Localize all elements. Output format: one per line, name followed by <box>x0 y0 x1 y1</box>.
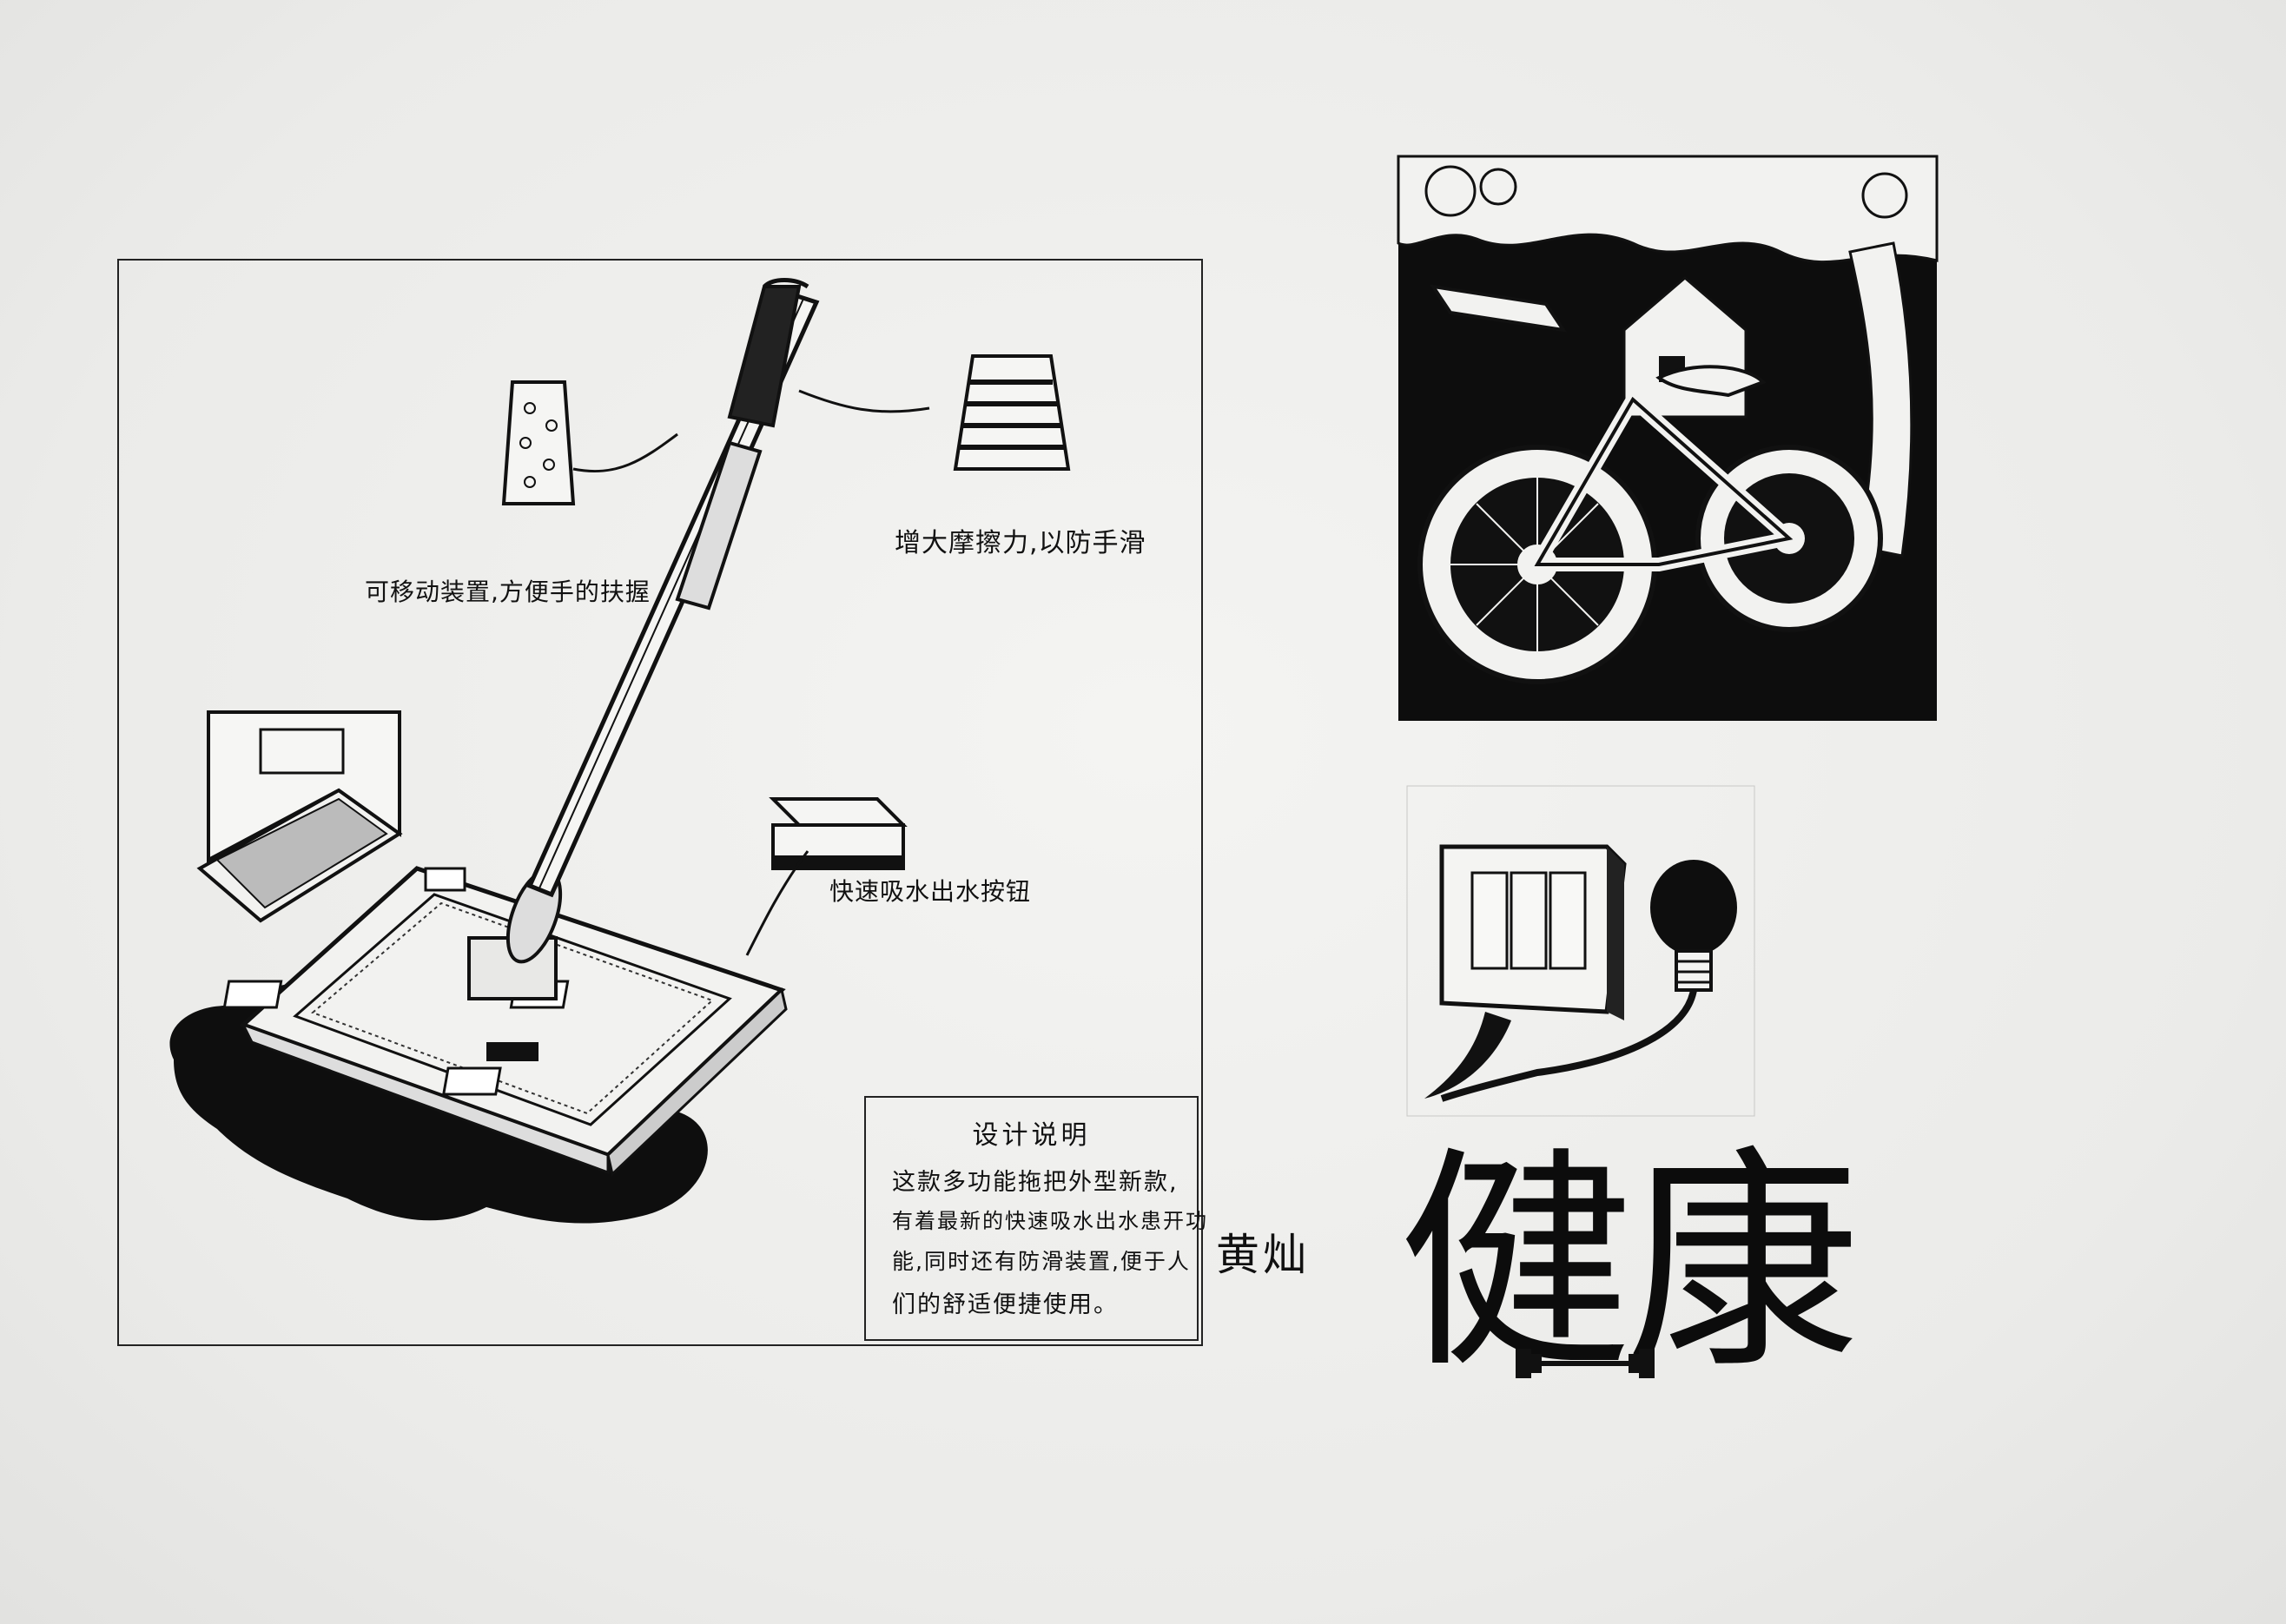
design-note-line: 有着最新的快速吸水出水患开功 <box>892 1209 1208 1233</box>
design-note-line: 这款多功能拖把外型新款, <box>892 1169 1179 1196</box>
friction-annotation: 增大摩擦力,以防手滑 <box>895 528 1146 558</box>
mop-illustration <box>169 278 1071 1224</box>
grip-annotation: 可移动装置,方便手的扶握 <box>365 578 651 606</box>
artist-signature: 黄灿 <box>1216 1230 1310 1280</box>
poster-title: 健康 <box>1398 1126 1860 1400</box>
switch-bulb-illustration <box>1406 785 1755 1117</box>
dumbbell-icon <box>1516 1349 1655 1378</box>
design-note-title: 设计说明 <box>972 1120 1091 1151</box>
bicycle-illustration <box>1397 155 1939 721</box>
design-note-box: 设计说明 这款多功能拖把外型新款, 有着最新的快速吸水出水患开功 能,同时还有防… <box>864 1096 1206 1341</box>
button-annotation: 快速吸水出水按钮 <box>829 877 1032 906</box>
mop-drawing-frame <box>117 259 1203 1346</box>
design-note-line: 们的舒适便捷使用。 <box>892 1291 1119 1318</box>
design-note-line: 能,同时还有防滑装置,便于人 <box>892 1249 1191 1274</box>
